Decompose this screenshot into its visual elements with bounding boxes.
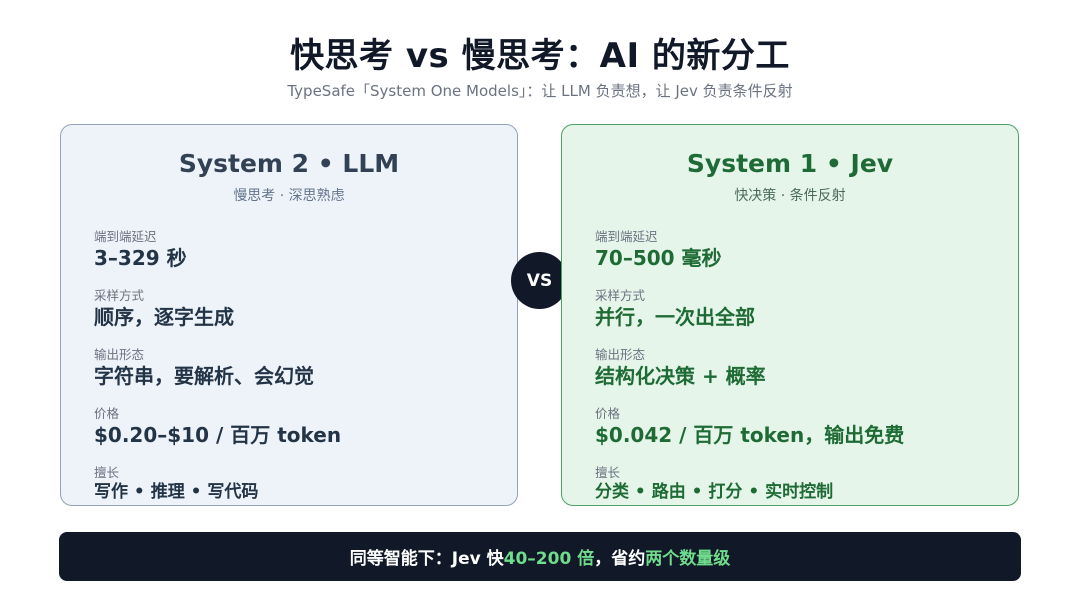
strengths-value: 分类 • 路由 • 打分 • 实时控制 [595, 482, 834, 502]
sampling-value: 顺序，逐字生成 [94, 305, 234, 329]
output-row: 输出形态 字符串，要解析、会幻觉 [94, 347, 494, 389]
latency-row: 端到端延迟 70–500 毫秒 [595, 229, 995, 271]
price-row: 价格 $0.20–$10 / 百万 token [94, 406, 494, 448]
output-label: 输出形态 [94, 347, 145, 362]
price-value: $0.042 / 百万 token，输出免费 [595, 423, 905, 447]
latency-value: 70–500 毫秒 [595, 246, 722, 270]
output-value: 结构化决策 + 概率 [595, 364, 766, 388]
strengths-value: 写作 • 推理 • 写代码 [94, 482, 259, 502]
sampling-label: 采样方式 [595, 288, 646, 303]
banner-middle: ，省约 [594, 549, 646, 569]
strengths-row: 擅长 写作 • 推理 • 写代码 [94, 465, 494, 503]
latency-label: 端到端延迟 [595, 229, 658, 244]
card-subtitle: 慢思考 · 深思熟虑 [233, 188, 345, 204]
summary-banner: 同等智能下：Jev 快 40–200 倍，省约 两个数量级 [59, 532, 1021, 581]
strengths-row: 擅长 分类 • 路由 • 打分 • 实时控制 [595, 465, 995, 503]
output-row: 输出形态 结构化决策 + 概率 [595, 347, 995, 389]
price-row: 价格 $0.042 / 百万 token，输出免费 [595, 406, 995, 448]
system1-jev-card: System 1 • Jev 快决策 · 条件反射 端到端延迟 70–500 毫… [561, 124, 1019, 506]
page-title: 快思考 vs 慢思考：AI 的新分工 [290, 36, 790, 76]
output-value: 字符串，要解析、会幻觉 [94, 364, 314, 388]
latency-label: 端到端延迟 [94, 229, 157, 244]
banner-saving: 两个数量级 [645, 549, 731, 569]
strengths-label: 擅长 [595, 465, 621, 480]
latency-row: 端到端延迟 3–329 秒 [94, 229, 494, 271]
sampling-row: 采样方式 顺序，逐字生成 [94, 288, 494, 330]
price-value: $0.20–$10 / 百万 token [94, 423, 342, 447]
vs-badge: VS [511, 252, 568, 309]
price-label: 价格 [595, 406, 621, 421]
page-subtitle: TypeSafe「System One Models」：让 LLM 负责想，让 … [287, 82, 793, 100]
strengths-label: 擅长 [94, 465, 120, 480]
price-label: 价格 [94, 406, 120, 421]
banner-speedup: 40–200 倍 [503, 549, 595, 569]
system2-llm-card: System 2 • LLM 慢思考 · 深思熟虑 端到端延迟 3–329 秒 … [60, 124, 518, 506]
banner-prefix: 同等智能下：Jev 快 [349, 549, 504, 569]
card-title: System 2 • LLM [178, 149, 400, 178]
output-label: 输出形态 [595, 347, 646, 362]
card-subtitle: 快决策 · 条件反射 [734, 188, 846, 204]
sampling-value: 并行，一次出全部 [595, 305, 755, 329]
latency-value: 3–329 秒 [94, 246, 187, 270]
sampling-row: 采样方式 并行，一次出全部 [595, 288, 995, 330]
sampling-label: 采样方式 [94, 288, 145, 303]
card-title: System 1 • Jev [686, 149, 894, 178]
